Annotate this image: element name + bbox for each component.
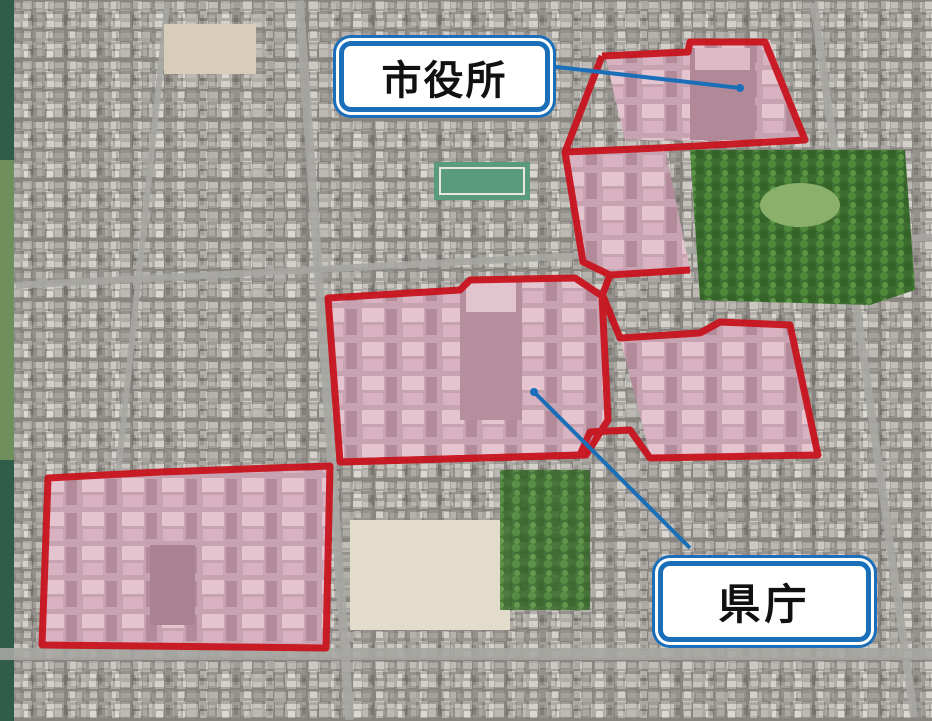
prefectural-office-leader-line — [532, 390, 692, 550]
prefectural-office-label: 県庁 — [718, 580, 811, 629]
city-hall-label: 市役所 — [381, 57, 508, 104]
prefectural-office-callout: 県庁 — [658, 561, 871, 642]
city-hall-leader-line — [547, 64, 741, 90]
city-hall-callout: 市役所 — [339, 41, 550, 112]
